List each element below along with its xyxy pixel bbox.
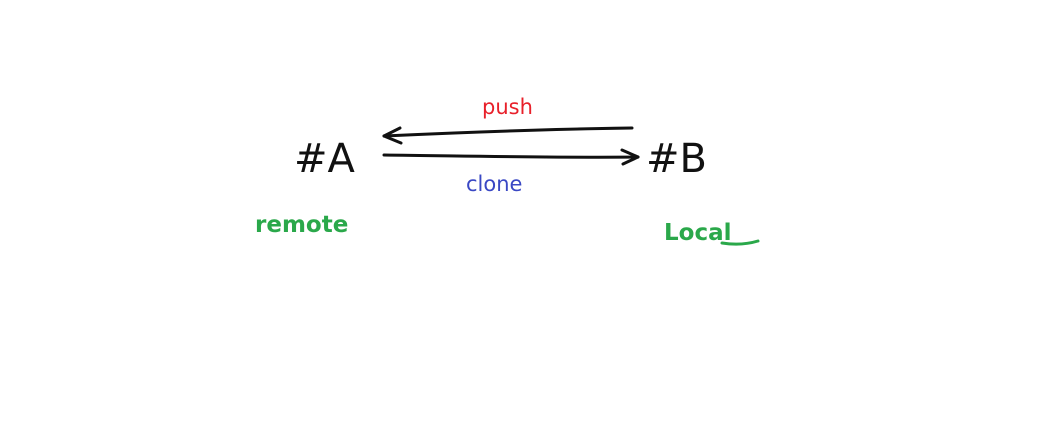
push-arrow xyxy=(382,126,634,145)
node-a-role-label: remote xyxy=(255,212,348,238)
push-arrowhead-icon xyxy=(382,126,403,145)
node-a-label: #A xyxy=(294,136,356,182)
push-edge-label: push xyxy=(482,95,533,119)
clone-edge-label: clone xyxy=(466,172,522,196)
clone-arrowhead-icon xyxy=(620,148,640,166)
node-b-role-label: Local xyxy=(664,220,732,246)
node-b-label: #B xyxy=(646,136,707,182)
push-arrow-line xyxy=(382,126,634,138)
clone-arrow xyxy=(382,148,640,166)
clone-arrow-line xyxy=(382,153,640,159)
local-underline-stroke xyxy=(720,239,760,246)
